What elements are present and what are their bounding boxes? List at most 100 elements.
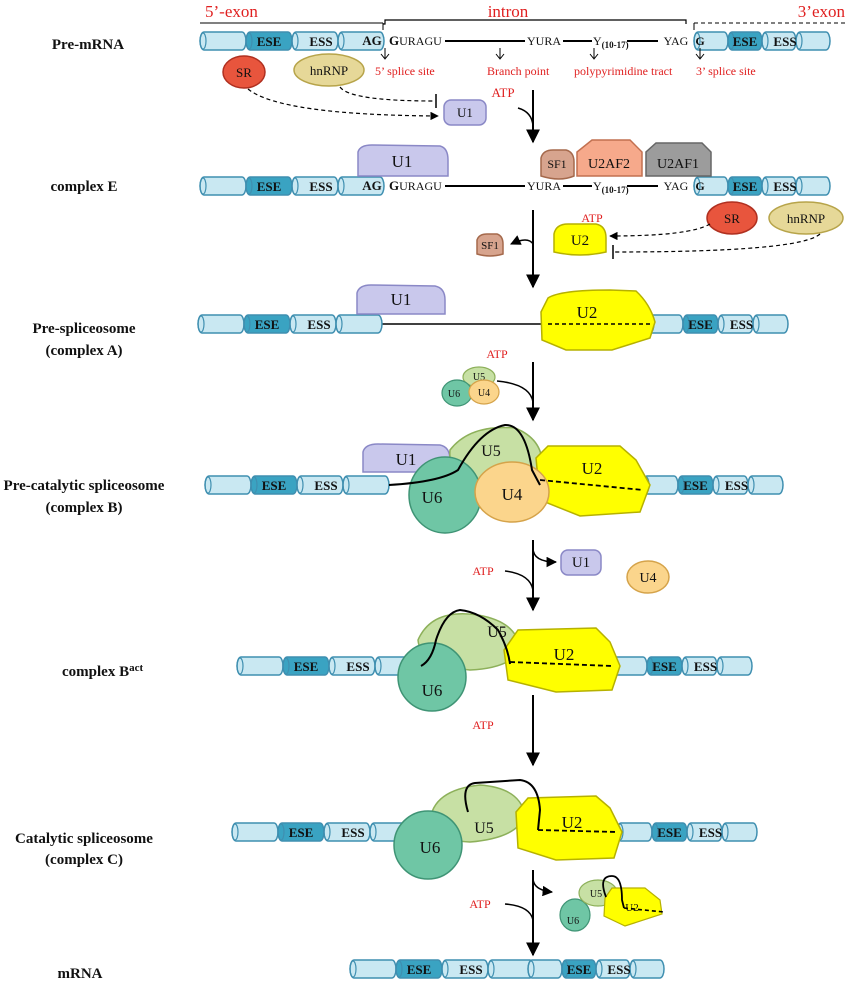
stage-label-complex-bact: complex Bact — [62, 662, 143, 680]
svg-text:U5: U5 — [487, 624, 507, 641]
u6-particle — [408, 456, 482, 534]
exon-5: ESE ESS — [349, 959, 535, 979]
stage-label-pre-catalytic: Pre-catalytic spliceosome — [4, 478, 165, 494]
exon-segment-cap — [243, 315, 251, 333]
exon-segment-cap — [761, 177, 769, 195]
u6-particle — [393, 810, 463, 880]
exon-segment-cap — [646, 657, 654, 675]
ese-label: ESE — [407, 962, 432, 977]
label-branch-point: Branch point — [487, 64, 550, 78]
exon-segment-cap — [277, 823, 285, 841]
exon-segment — [197, 314, 245, 334]
exon-segment-cap — [727, 177, 735, 195]
svg-text:YURA: YURA — [527, 179, 561, 193]
exon-segment-cap — [752, 315, 760, 333]
stage-label-mrna: mRNA — [58, 966, 103, 982]
ese-label: ESE — [294, 659, 319, 674]
ess-label: ESS — [699, 825, 722, 840]
u1-particle — [356, 284, 446, 315]
exon-segment-cap — [527, 960, 535, 978]
exon-segment-cap — [291, 177, 299, 195]
header: 5’-exon intron 3’exon — [200, 2, 845, 30]
ese-label: ESE — [733, 179, 758, 194]
svg-text:hnRNP: hnRNP — [787, 211, 825, 226]
exon-segment-cap — [795, 32, 803, 50]
stage-label-complex-b: (complex B) — [45, 500, 122, 516]
svg-text:U5: U5 — [473, 372, 485, 383]
u6-particle — [397, 642, 467, 712]
label-5-splice-site: 5’ splice site — [375, 64, 435, 78]
exon-segment — [199, 176, 247, 196]
exon-segment-cap — [717, 315, 725, 333]
label-3-splice-site: 3’ splice site — [696, 64, 756, 78]
exon-segment-cap — [712, 476, 720, 494]
exon-segment-cap — [561, 960, 569, 978]
exon-segment-cap — [231, 823, 239, 841]
svg-text:U5: U5 — [474, 820, 494, 837]
exon-segment — [349, 959, 397, 979]
exon-segment — [204, 475, 252, 495]
exon-segment-cap — [296, 476, 304, 494]
svg-text:U4: U4 — [502, 485, 523, 504]
stage-label-complex-e: complex E — [50, 179, 117, 195]
u1-particle — [357, 144, 449, 177]
exon-segment-cap — [291, 32, 299, 50]
exon-segment-cap — [197, 315, 205, 333]
exon-segment-cap — [374, 657, 382, 675]
ese-label: ESE — [688, 317, 713, 332]
stage-label-complex-c: (complex C) — [45, 852, 123, 868]
ess-label: ESS — [730, 317, 753, 332]
ess-label: ESS — [773, 34, 796, 49]
svg-text:U6: U6 — [422, 488, 443, 507]
svg-text:U5: U5 — [590, 889, 602, 900]
ese-label: ESE — [733, 34, 758, 49]
u2-particle — [535, 445, 651, 517]
exon-segment-cap — [677, 476, 685, 494]
svg-text:U1: U1 — [391, 290, 412, 309]
u1-label: U1 — [392, 152, 413, 171]
exon-3: ESE ESS — [647, 314, 789, 334]
header-3-exon: 3’exon — [798, 2, 846, 21]
svg-text:U4: U4 — [478, 388, 490, 399]
exon-segment-cap — [395, 960, 403, 978]
exon-segment-cap — [282, 657, 290, 675]
sr-protein — [222, 55, 266, 89]
ess-label: ESS — [314, 478, 337, 493]
exon-segment-cap — [716, 657, 724, 675]
hnrnp-protein — [293, 53, 365, 87]
ess-label: ESS — [694, 659, 717, 674]
u4-released — [626, 560, 670, 594]
u2-label: U2 — [577, 303, 598, 322]
exon-segment — [335, 314, 383, 334]
hnrnp-label: hnRNP — [310, 63, 348, 78]
exon-segment-cap — [795, 177, 803, 195]
svg-text:U1: U1 — [396, 450, 417, 469]
u2-particle — [503, 627, 621, 693]
svg-text:U1: U1 — [572, 555, 590, 571]
exon-segment-cap — [651, 823, 659, 841]
seq-y: Y(10-17) — [593, 34, 629, 50]
atp-3: ATP — [486, 347, 508, 361]
svg-text:U2: U2 — [554, 645, 575, 664]
seq-yag: YAG — [664, 34, 689, 48]
exon-segment — [231, 822, 279, 842]
seq-guragu: GURAGU — [389, 33, 442, 48]
exon-segment-cap — [369, 823, 377, 841]
svg-text:Y(10-17): Y(10-17) — [593, 179, 629, 195]
exon-segment-cap — [721, 823, 729, 841]
svg-text:YAG: YAG — [664, 179, 689, 193]
ess-label: ESS — [459, 962, 482, 977]
exon-segment-cap — [761, 32, 769, 50]
stage-label-catalytic: Catalytic spliceosome — [15, 831, 153, 847]
exon-segment — [236, 656, 284, 676]
exon-segment-cap — [629, 960, 637, 978]
stage-label-pre-mrna: Pre-mRNA — [52, 37, 124, 53]
